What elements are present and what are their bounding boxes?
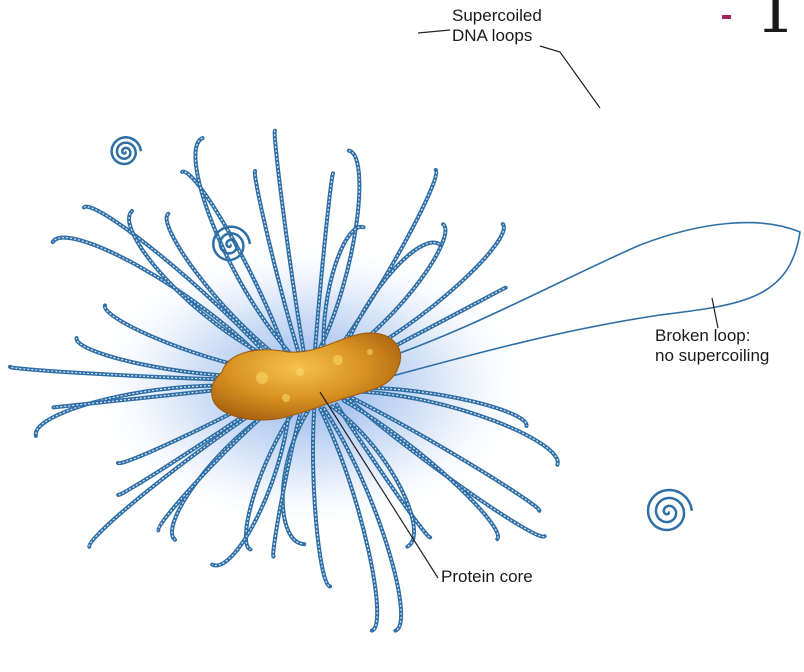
accent-mark — [722, 15, 731, 19]
label-supercoiled-line-1: Supercoiled — [452, 6, 542, 26]
label-supercoiled-dna-loops: Supercoiled DNA loops — [452, 6, 542, 46]
leader-supercoiled — [418, 30, 450, 33]
label-broken-loop: Broken loop: no supercoiling — [655, 326, 769, 366]
leader-broken — [712, 298, 718, 328]
dna-spiral — [648, 490, 692, 530]
label-supercoiled-line-2: DNA loops — [452, 26, 542, 46]
label-broken-line-2: no supercoiling — [655, 346, 769, 366]
dna-spiral — [112, 137, 141, 164]
label-protein-core: Protein core — [441, 567, 533, 587]
label-broken-line-1: Broken loop: — [655, 326, 769, 346]
corner-glyph: 1 — [755, 0, 796, 48]
leader-supercoiled-2 — [540, 46, 600, 108]
